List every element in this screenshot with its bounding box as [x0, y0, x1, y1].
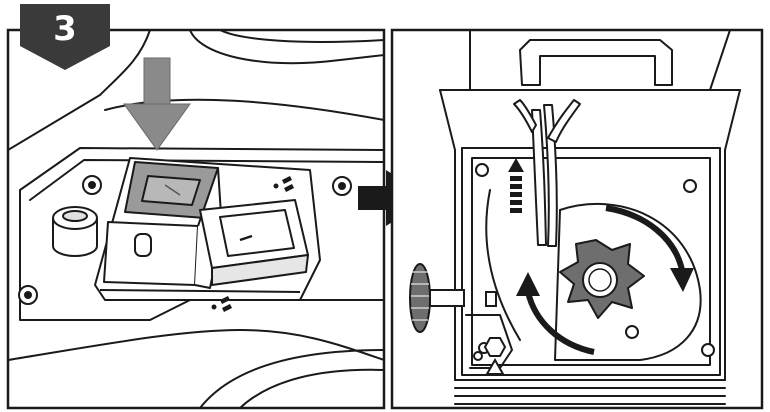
housing-rim — [219, 30, 384, 43]
rotation-arrowheads — [516, 268, 694, 296]
pressed-switch — [124, 161, 219, 219]
rotation-arrows-icon — [525, 205, 685, 355]
right-wall — [724, 89, 741, 381]
screw-icon — [338, 182, 346, 190]
direction-symbol-icon — [282, 176, 294, 192]
housing-edge-top — [189, 30, 384, 65]
screw-icon — [625, 325, 639, 339]
nut-icon — [483, 337, 507, 357]
housing-lower-curve — [199, 349, 384, 408]
housing-lower-curve-2 — [239, 368, 384, 408]
direction-symbol-icon — [220, 296, 232, 312]
right-panel — [390, 28, 764, 410]
symbol-marks — [211, 176, 294, 312]
on-switch-face — [219, 209, 295, 257]
chamber-inner — [471, 157, 711, 366]
bottom-bolts — [473, 337, 507, 375]
screw-icon — [683, 179, 697, 193]
housing-lower-edge — [8, 329, 384, 361]
housing-edge-upper — [8, 30, 151, 151]
screw-icon — [701, 343, 715, 357]
branches — [513, 99, 581, 247]
reset-knob — [52, 206, 98, 257]
cutter-disc — [559, 239, 645, 319]
arrow-down-icon — [123, 57, 191, 151]
pressed-switch-face — [141, 175, 201, 206]
screw-icon — [24, 291, 32, 299]
guide-curve — [485, 189, 521, 341]
control-plate-inner-edge — [29, 159, 384, 201]
adjustment-knob — [409, 263, 497, 333]
on-symbol-icon — [239, 234, 253, 242]
step-number: 3 — [53, 9, 77, 49]
symbol-icon — [211, 304, 217, 310]
blade-chamber-curve — [559, 202, 702, 361]
plate-screws — [18, 175, 352, 305]
on-switch-side — [211, 254, 309, 286]
on-switch — [199, 199, 309, 286]
left-panel — [6, 28, 386, 410]
triangle-marker-icon — [485, 357, 505, 375]
symbol-icon — [273, 183, 279, 189]
step-badge: 3 — [20, 4, 110, 70]
off-symbol-icon — [134, 233, 152, 257]
arrow-up-icon — [508, 158, 524, 213]
screw-icon — [475, 163, 489, 177]
handle — [519, 39, 673, 86]
screw-icon — [88, 181, 96, 189]
